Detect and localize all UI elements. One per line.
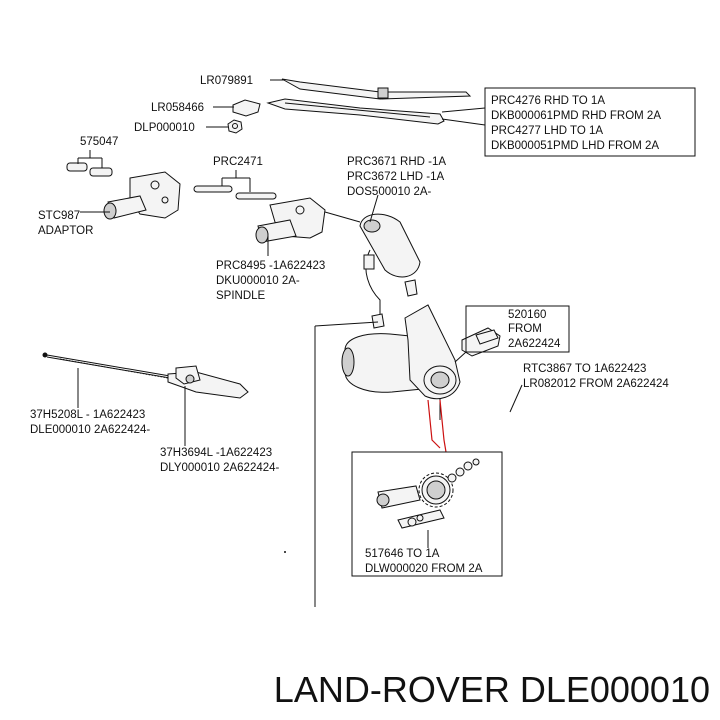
label-lr079891: LR079891 <box>200 75 253 87</box>
box-gear-line-2: DLW000020 FROM 2A <box>365 563 483 575</box>
crank-housing <box>324 211 421 320</box>
footer-part-title: LAND-ROVER DLE000010 <box>274 669 710 710</box>
gear-part-box <box>351 451 503 577</box>
box-arm-line-1: PRC4276 RHD TO 1A <box>491 95 605 107</box>
arm-part-box <box>484 87 696 157</box>
bracket-part-box <box>465 305 570 353</box>
label-lr082012: LR082012 FROM 2A622424 <box>523 378 669 390</box>
red-pointer-line <box>427 399 441 449</box>
wiper-blade <box>281 78 472 100</box>
box-arm-line-4: DKB000051PMD LHD FROM 2A <box>491 140 659 152</box>
motor-assembly <box>341 304 461 400</box>
box-520160-line-1: 520160 <box>508 309 546 321</box>
label-lr058466: LR058466 <box>151 102 204 114</box>
label-37h3694l: 37H3694L -1A622423 <box>160 447 272 459</box>
box-520160-line-2: FROM <box>508 323 542 335</box>
label-dly000010: DLY000010 2A622424- <box>160 462 280 474</box>
drive-cable-rack <box>42 352 249 399</box>
label-dos500010: DOS500010 2A- <box>347 186 432 198</box>
label-rtc3867: RTC3867 TO 1A622423 <box>523 363 646 375</box>
label-dku000010: DKU000010 2A- <box>216 275 300 287</box>
label-stc987: STC987 <box>38 210 80 222</box>
label-spindle: SPINDLE <box>216 290 266 302</box>
label-prc2471: PRC2471 <box>213 156 263 168</box>
rods-middle <box>193 170 277 200</box>
box-arm-line-2: DKB000061PMD RHD FROM 2A <box>491 110 661 122</box>
arm-nut <box>227 119 243 134</box>
label-prc3671: PRC3671 RHD -1A <box>347 156 446 168</box>
label-prc3672: PRC3672 LHD -1A <box>347 171 444 183</box>
box-gear-line-1: 517646 TO 1A <box>365 548 440 560</box>
wiper-arm <box>266 98 445 125</box>
gear-kit <box>376 458 480 529</box>
arm-cap <box>232 99 261 117</box>
label-37h5208l: 37H5208L - 1A622423 <box>30 409 145 421</box>
label-dlp000010: DLP000010 <box>134 122 195 134</box>
grommets <box>66 150 113 177</box>
label-prc8495: PRC8495 -1A622423 <box>216 260 325 272</box>
bracket-520160 <box>461 327 501 357</box>
wheel-box-middle <box>255 197 326 244</box>
wheel-box-left <box>103 171 181 220</box>
label-dle000010: DLE000010 2A622424- <box>30 424 150 436</box>
box-520160-line-3: 2A622424 <box>508 338 561 350</box>
label-adaptor: ADAPTOR <box>38 225 93 237</box>
label-575047: 575047 <box>80 136 118 148</box>
box-arm-line-3: PRC4277 LHD TO 1A <box>491 125 603 137</box>
